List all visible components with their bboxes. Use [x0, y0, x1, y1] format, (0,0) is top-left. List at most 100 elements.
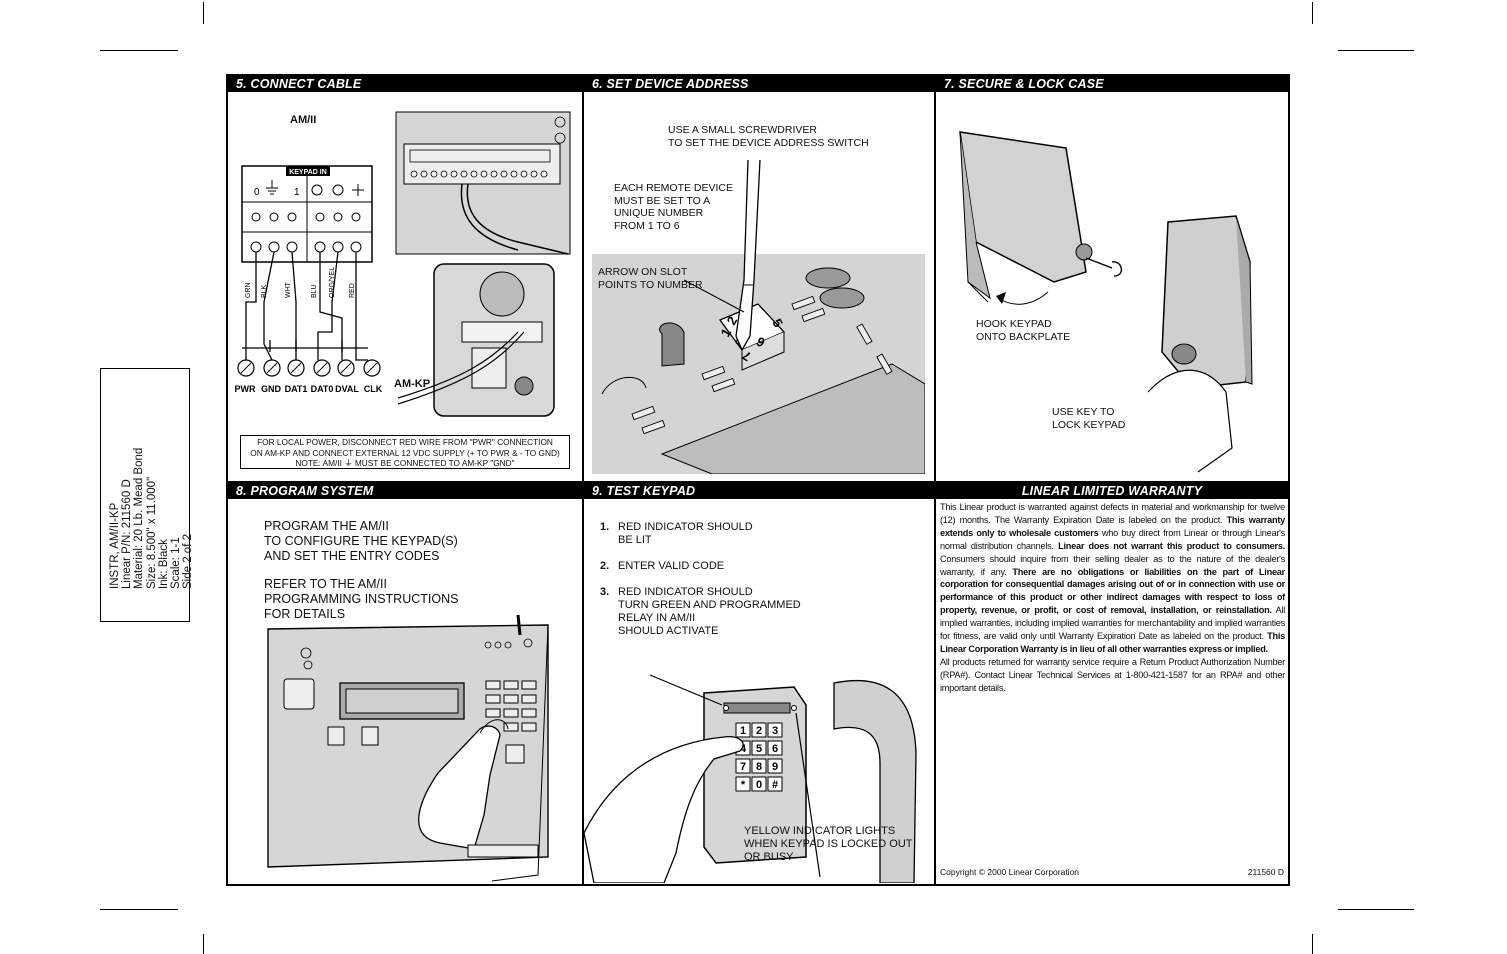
spec-block: INSTR, AM/II-KP Linear P/N: 211560 D Mat… [100, 368, 194, 622]
crop-mark [203, 934, 204, 954]
power-note: FOR LOCAL POWER, DISCONNECT RED WIRE FRO… [240, 435, 570, 469]
lock-case-illustration [959, 131, 1253, 473]
note-line: ON AM-KP AND CONNECT EXTERNAL 12 VDC SUP… [250, 447, 560, 458]
spec-line: Material: 20 Lb. Mead Bond [133, 447, 146, 589]
step-text: RED INDICATOR SHOULD TURN GREEN AND PROG… [618, 586, 801, 637]
divider [934, 76, 936, 884]
program-instructions: PROGRAM THE AM/II TO CONFIGURE THE KEYPA… [264, 519, 458, 563]
terminal-label: DAT1 [285, 384, 308, 394]
keypad-key: 8 [756, 761, 762, 773]
keypad-key: 5 [756, 743, 762, 755]
panel-secure-lock-case: 7. SECURE & LOCK CASE HOOK KEYPAD ONTO B… [936, 76, 1288, 481]
spec-line: INSTR, AM/II-KP [109, 502, 121, 589]
step-number: 2. [600, 560, 610, 572]
spec-line: Linear P/N: 211560 D [121, 479, 134, 589]
panel-title: 8. PROGRAM SYSTEM [228, 483, 582, 499]
crop-mark [100, 909, 178, 910]
terminal-label: DVAL [335, 384, 359, 394]
panel-title: 7. SECURE & LOCK CASE [936, 76, 1288, 92]
panel-program-system: 8. PROGRAM SYSTEM PROGRAM THE AM/II TO C… [228, 483, 582, 884]
panel-connect-cable: 5. CONNECT CABLE AM/II KEYPAD IN 0 1 [228, 76, 582, 481]
keypad-key: * [741, 779, 746, 791]
part-number: 211560 D [1247, 867, 1284, 877]
wire-label: RED [349, 283, 356, 298]
screwdriver-illustration [735, 160, 761, 352]
warranty-paragraph: This Linear product is warranted against… [940, 501, 1285, 656]
wire-label: ORG/YEL [329, 267, 336, 298]
keypad-key: 4 [740, 743, 747, 755]
keypad-key: 9 [772, 761, 778, 773]
terminal-label: DAT0 [311, 384, 334, 394]
instruction-sheet: 5. CONNECT CABLE AM/II KEYPAD IN 0 1 [226, 74, 1290, 886]
warranty-run: This Linear product is warranted against… [940, 502, 1285, 525]
test-step: 2. ENTER VALID CODE [600, 560, 801, 573]
keypad-in-label: KEYPAD IN [289, 169, 327, 176]
copyright: Copyright © 2000 Linear Corporation [940, 867, 1080, 877]
warranty-run: who buy direct from Linear or through Li… [940, 527, 1285, 551]
keypad-key: 2 [756, 725, 762, 737]
terminal-label: GND [261, 384, 282, 394]
callout-yellow-indicator: YELLOW INDICATOR LIGHTS WHEN KEYPAD IS L… [744, 825, 913, 863]
warranty-run: This warranty extends only to wholesale … [940, 514, 1285, 538]
keypad-key: 1 [740, 725, 746, 737]
panel-title: LINEAR LIMITED WARRANTY [936, 483, 1288, 499]
callout-arrow: ARROW ON SLOT POINTS TO NUMBER [598, 266, 703, 291]
wire-label: GRN [245, 282, 252, 298]
divider [228, 481, 1288, 483]
panel-warranty: LINEAR LIMITED WARRANTY This Linear prod… [936, 483, 1288, 884]
panel-title: 5. CONNECT CABLE [228, 76, 582, 92]
keypad-key: # [772, 779, 778, 791]
step-number: 1. [600, 521, 610, 533]
crop-mark [1312, 2, 1313, 24]
divider [582, 76, 584, 884]
keypad-keys: 1 2 3 4 5 6 7 8 9 * 0 # [735, 722, 783, 792]
note-line: NOTE: AM/II ⏚ MUST BE CONNECTED TO AM-KP… [295, 458, 515, 468]
program-reference: REFER TO THE AM/II PROGRAMMING INSTRUCTI… [264, 577, 459, 621]
warranty-run: This Linear Corporation Warranty is in l… [940, 631, 1285, 654]
warranty-paragraph: All products returned for warranty servi… [940, 656, 1285, 693]
crop-mark [1338, 50, 1414, 51]
wire-label: BLK [261, 284, 268, 298]
callout-screwdriver: USE A SMALL SCREWDRIVER TO SET THE DEVIC… [668, 124, 869, 149]
amii-panel-illustration [267, 614, 549, 882]
keypad-key: 7 [740, 761, 746, 773]
test-step: 1. RED INDICATOR SHOULD BE LIT [600, 521, 801, 547]
warranty-run: All implied warranties, including implie… [940, 605, 1285, 642]
callout-key: USE KEY TO LOCK KEYPAD [1052, 406, 1126, 431]
amkp-label: AM-KP [394, 378, 431, 390]
wiring-diagram: KEYPAD IN 0 1 GRN BLK WHT BLU ORG/YEL [235, 111, 571, 417]
step-text: ENTER VALID CODE [618, 560, 725, 572]
step-number: 3. [600, 586, 610, 598]
crop-mark [100, 50, 178, 51]
note-line: FOR LOCAL POWER, DISCONNECT RED WIRE FRO… [257, 437, 553, 447]
address-switch-illustration: 1 2 0 7 6 5 [592, 254, 925, 474]
keypad-key: 0 [756, 779, 762, 791]
callout-leader [684, 279, 745, 313]
test-steps: 1. RED INDICATOR SHOULD BE LIT 2. ENTER VA… [600, 521, 801, 651]
crop-mark [203, 2, 204, 24]
test-step: 3. RED INDICATOR SHOULD TURN GREEN AND PR… [600, 586, 801, 638]
spec-line: Ink: Black [157, 539, 170, 589]
warranty-run: Consumers should inquire from their sell… [940, 553, 1285, 577]
svg-text:1: 1 [294, 187, 300, 198]
svg-text:0: 0 [254, 187, 260, 198]
step-text: RED INDICATOR SHOULD BE LIT [618, 521, 753, 546]
wire-label: BLU [311, 284, 318, 298]
warranty-run: There are no obligations or liabilities … [940, 566, 1285, 616]
panel-test-keypad: 9. TEST KEYPAD 1. RED INDICATOR SHOULD BE… [584, 483, 934, 884]
warranty-run: Linear does not warrant this product to … [1058, 540, 1285, 551]
panel-title: 9. TEST KEYPAD [584, 483, 934, 499]
terminal-label: PWR [235, 384, 256, 394]
keypad-key: 3 [772, 725, 778, 737]
panel-set-device-address: 6. SET DEVICE ADDRESS 1 2 0 [584, 76, 934, 481]
spec-line: Side 2 of 2 [182, 534, 195, 589]
callout-device: EACH REMOTE DEVICE MUST BE SET TO A UNIQ… [614, 182, 734, 232]
spec-line: Scale: 1-1 [170, 537, 183, 589]
panel-title: 6. SET DEVICE ADDRESS [584, 76, 934, 92]
keypad-key: 6 [772, 743, 778, 755]
crop-mark [1338, 909, 1414, 910]
keypad-illustration: 1 2 3 4 5 6 7 8 9 * 0 # [584, 674, 917, 883]
warranty-text: This Linear product is warranted against… [940, 501, 1285, 695]
spec-line: Size: 8.500" x 11.000" [145, 476, 158, 589]
callout-hook: HOOK KEYPAD ONTO BACKPLATE [976, 318, 1071, 343]
